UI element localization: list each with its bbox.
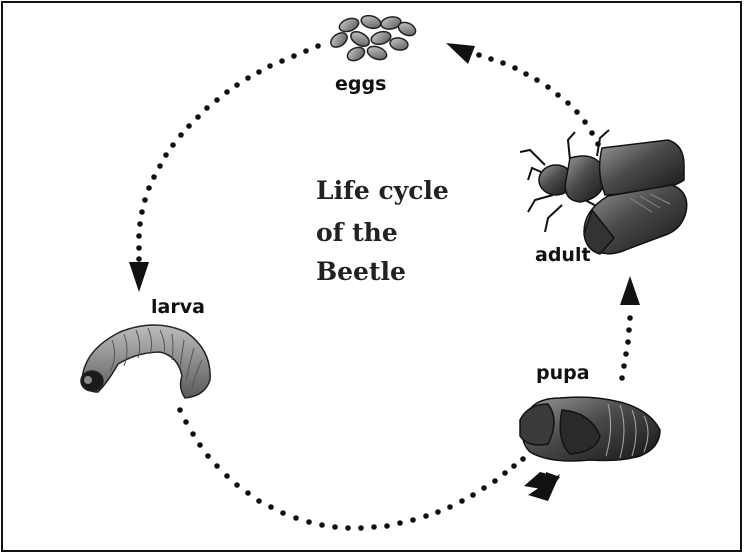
diagram-title-line-1: Life cycle xyxy=(316,176,449,205)
arrowhead-up xyxy=(620,276,640,305)
arrow-eggs-to-larva xyxy=(129,43,321,292)
pupa-illustration xyxy=(520,397,660,461)
stage-label-adult: adult xyxy=(535,244,591,266)
stage-label-eggs: eggs xyxy=(335,73,386,95)
arrow-adult-to-eggs xyxy=(446,43,601,147)
diagram-title-line-3: Beetle xyxy=(316,257,406,286)
arrow-larva-to-pupa xyxy=(177,407,560,531)
arrowhead-left xyxy=(446,43,475,64)
diagram-title-line-2: of the xyxy=(316,218,398,247)
larva-illustration xyxy=(81,325,210,398)
arrow-pupa-to-adult xyxy=(619,276,640,381)
stage-label-pupa: pupa xyxy=(536,362,590,384)
stage-label-larva: larva xyxy=(151,296,205,318)
eggs-illustration xyxy=(328,14,418,64)
arrowhead-down xyxy=(129,262,149,292)
adult-beetle-illustration xyxy=(520,130,687,254)
